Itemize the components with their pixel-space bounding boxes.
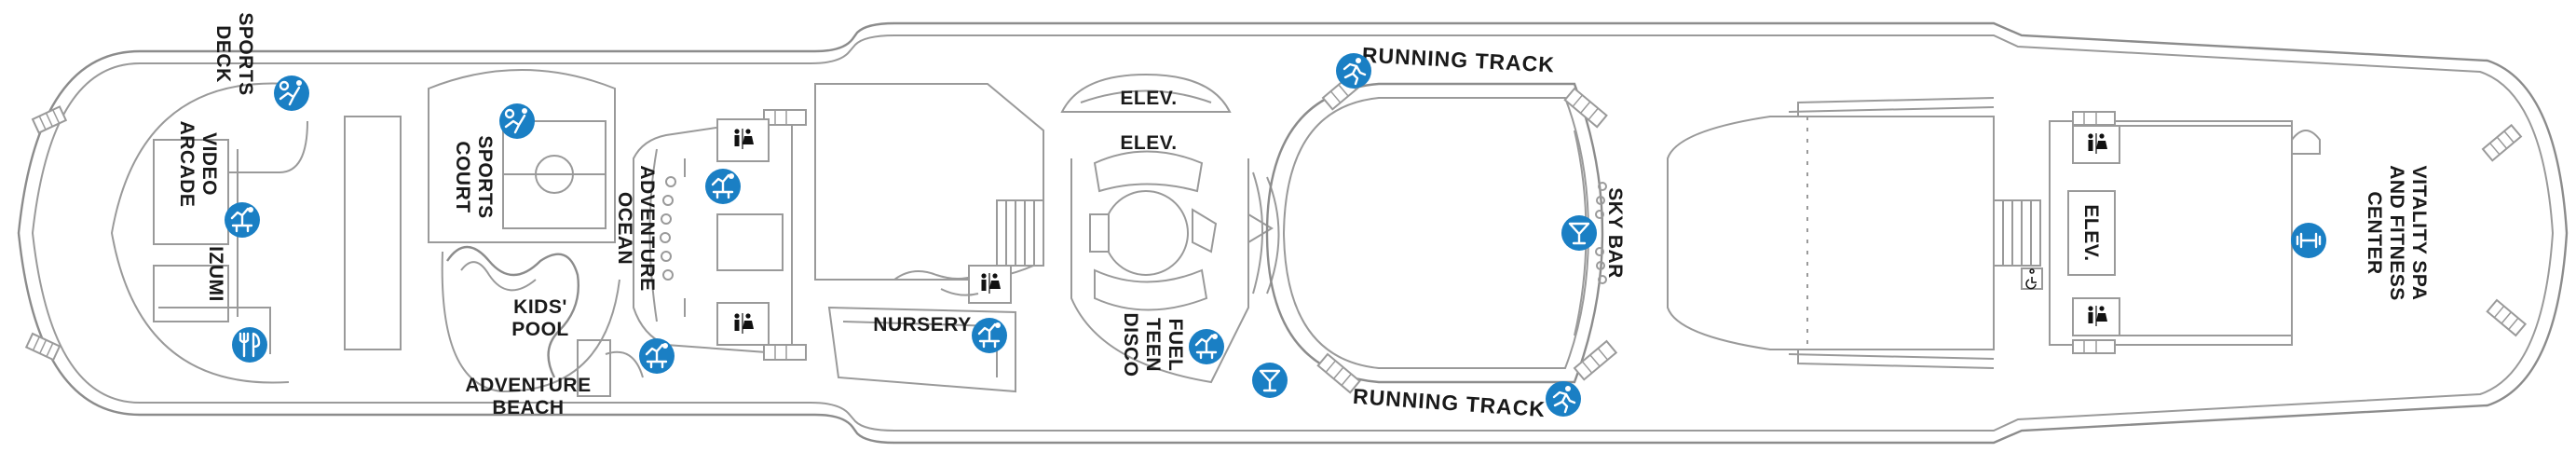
label-kids-pool: KIDS'POOL bbox=[511, 296, 569, 340]
vitality-line-3: CENTER bbox=[2364, 191, 2385, 274]
sports-deck-sports-icon[interactable] bbox=[274, 75, 309, 111]
video-arcade-kids-activities-icon[interactable] bbox=[225, 202, 260, 238]
label-elevator-mid: ELEV. bbox=[1120, 132, 1177, 154]
label-izumi: IZUMI bbox=[205, 246, 226, 302]
sky-bar-label: SKY BAR bbox=[1604, 187, 1626, 279]
label-fuel-teen-disco: FUELTEENDISCO bbox=[1120, 312, 1186, 377]
svg-text:SPORTSDECK: SPORTSDECK bbox=[212, 12, 256, 95]
svg-text:VIDEOARCADE: VIDEOARCADE bbox=[176, 121, 220, 208]
kids-pool-area bbox=[441, 245, 644, 397]
vitality-line-2: AND FITNESS bbox=[2386, 165, 2407, 301]
label-sports-deck: SPORTSDECK bbox=[212, 12, 256, 95]
video-arcade-line-1: VIDEO bbox=[198, 132, 220, 196]
adventure-ocean-area bbox=[633, 109, 807, 361]
adventure-ocean-line-1: ADVENTURE bbox=[636, 165, 658, 291]
adventure-ocean-line-2: OCEAN bbox=[614, 192, 635, 265]
vitality-spa-fitness-icon[interactable] bbox=[2291, 223, 2326, 258]
sports-court-line-2: COURT bbox=[452, 141, 473, 212]
sports-court-line-1: SPORTS bbox=[474, 135, 496, 218]
svg-text:VITALITY SPAAND FITNESSCENTER: VITALITY SPAAND FITNESSCENTER bbox=[2364, 165, 2430, 301]
exterior-stairs bbox=[24, 105, 2528, 362]
svg-text:SPORTSCOURT: SPORTSCOURT bbox=[452, 135, 496, 218]
elevator-right-label: ELEV. bbox=[2080, 204, 2102, 261]
svg-text:KIDS'POOL: KIDS'POOL bbox=[511, 296, 569, 340]
label-nursery: NURSERY bbox=[873, 314, 971, 336]
svg-text:IZUMI: IZUMI bbox=[205, 246, 226, 302]
sky-bar-cocktail-icon[interactable] bbox=[1561, 215, 1597, 251]
izumi-dining-icon[interactable] bbox=[232, 327, 267, 363]
nursery-label: NURSERY bbox=[873, 314, 971, 336]
elevator-core bbox=[1060, 73, 1280, 384]
adventure-ocean-kids-activities-icon[interactable] bbox=[705, 169, 741, 204]
kids-pool-line-1: KIDS' bbox=[513, 296, 567, 318]
video-arcade-line-2: ARCADE bbox=[176, 121, 198, 208]
svg-text:SKY BAR: SKY BAR bbox=[1604, 187, 1626, 279]
elevator-top-label: ELEV. bbox=[1120, 88, 1177, 109]
running-track-bottom-label: RUNNING TRACK bbox=[1352, 384, 1547, 421]
running-track-top-running-icon[interactable] bbox=[1336, 53, 1371, 89]
fuel-line-2: TEEN bbox=[1142, 318, 1164, 372]
aft-area bbox=[110, 82, 402, 384]
label-sky-bar: SKY BAR bbox=[1604, 187, 1626, 279]
adventure-beach-line-1: ADVENTURE bbox=[465, 375, 591, 396]
label-sports-court: SPORTSCOURT bbox=[452, 135, 496, 218]
svg-text:ADVENTUREOCEAN: ADVENTUREOCEAN bbox=[614, 165, 658, 291]
izumi-label: IZUMI bbox=[205, 246, 226, 302]
nursery-kids-activities-icon[interactable] bbox=[972, 318, 1007, 353]
svg-text:ELEV.: ELEV. bbox=[2080, 204, 2102, 261]
label-vitality-spa: VITALITY SPAAND FITNESSCENTER bbox=[2364, 165, 2430, 301]
label-elevator-right: ELEV. bbox=[2080, 204, 2102, 261]
sports-deck-line-2: DECK bbox=[212, 25, 234, 83]
kids-pool-line-2: POOL bbox=[511, 319, 569, 340]
label-elevator-top: ELEV. bbox=[1120, 88, 1177, 109]
mid-section bbox=[814, 83, 1044, 393]
sports-court-area bbox=[428, 69, 616, 243]
running-track-top-label: RUNNING TRACK bbox=[1361, 43, 1555, 77]
sports-court-sports-icon[interactable] bbox=[499, 103, 535, 139]
running-track-bottom-running-icon[interactable] bbox=[1546, 381, 1581, 417]
label-adventure-ocean: ADVENTUREOCEAN bbox=[614, 165, 658, 291]
fuel-line-1: FUEL bbox=[1165, 319, 1186, 372]
label-running-track-top: RUNNING TRACK bbox=[1361, 43, 1555, 77]
fuel-teen-disco-kids-activities-icon[interactable] bbox=[1189, 329, 1224, 364]
sports-deck-line-1: SPORTS bbox=[235, 12, 256, 95]
adventure-beach-line-2: BEACH bbox=[492, 397, 564, 418]
label-video-arcade: VIDEOARCADE bbox=[176, 121, 220, 208]
svg-text:FUELTEENDISCO: FUELTEENDISCO bbox=[1120, 312, 1186, 377]
fuel-line-3: DISCO bbox=[1120, 312, 1141, 377]
vitality-line-1: VITALITY SPA bbox=[2408, 166, 2430, 301]
bar-cocktail-icon[interactable] bbox=[1252, 363, 1288, 398]
forward-deck bbox=[1667, 97, 2321, 369]
hull-outline bbox=[17, 21, 2569, 445]
running-track bbox=[1265, 69, 1618, 394]
label-running-track-bottom: RUNNING TRACK bbox=[1352, 384, 1547, 421]
elevator-mid-label: ELEV. bbox=[1120, 132, 1177, 154]
adventure-beach-kids-activities-icon[interactable] bbox=[639, 338, 675, 374]
